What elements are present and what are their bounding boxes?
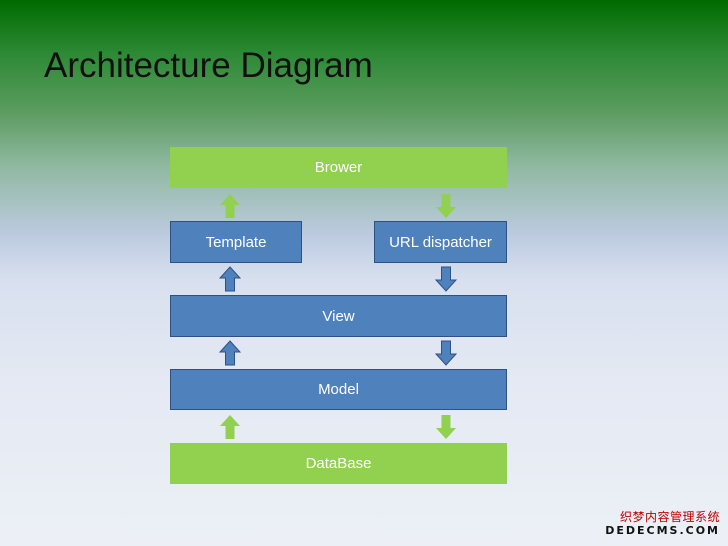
arrow-down-icon [435,266,457,292]
template-node: Template [170,221,302,263]
watermark: 织梦内容管理系统 DEDECMS.COM [605,511,720,536]
database-node: DataBase [170,443,507,484]
watermark-line1: 织梦内容管理系统 [619,510,720,524]
arrow-up-icon [220,415,240,439]
arrow-down-icon [436,415,456,439]
view-node: View [170,295,507,337]
arrow-up-icon [219,266,241,292]
arrow-down-icon [435,340,457,366]
browser-node: Brower [170,147,507,188]
model-node: Model [170,369,507,410]
watermark-line2: DEDECMS.COM [605,524,720,537]
arrow-down-icon [436,194,456,218]
arrow-up-icon [220,194,240,218]
arrow-up-icon [219,340,241,366]
url-dispatcher-node: URL dispatcher [374,221,507,263]
slide-title: Architecture Diagram [44,46,373,85]
